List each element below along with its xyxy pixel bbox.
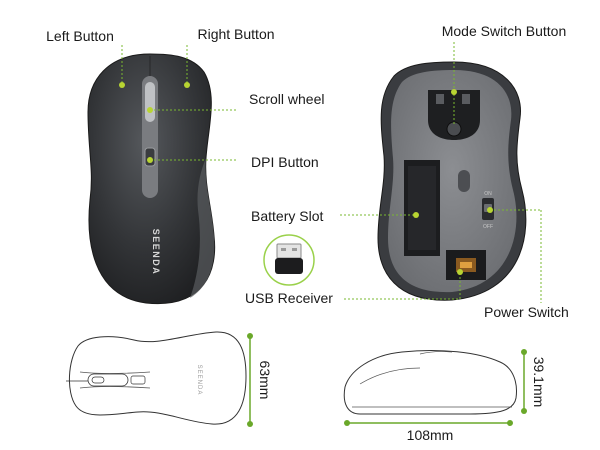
- length-dimension-label: 108mm: [407, 427, 454, 443]
- sensor-slot-right: [462, 94, 470, 104]
- switch-off-label: OFF: [483, 224, 493, 230]
- height-dimension: [521, 349, 527, 414]
- power-switch-label: Power Switch: [484, 304, 569, 320]
- receiver-storage-slot: [446, 250, 486, 280]
- dpi-button-label: DPI Button: [251, 154, 319, 170]
- top-logo: SEENDA: [151, 229, 161, 276]
- left-button-label: Left Button: [46, 28, 114, 44]
- battery-inner: [408, 166, 436, 250]
- outline-top-view: SEENDA: [66, 331, 247, 425]
- usb-receiver-label: USB Receiver: [245, 290, 333, 306]
- sensor-slot-left: [436, 94, 444, 104]
- length-dimension: [344, 420, 513, 426]
- small-screw-hole: [458, 170, 470, 192]
- callout-dots: [119, 82, 493, 275]
- width-dimension: [247, 333, 253, 427]
- scroll-wheel[interactable]: [145, 82, 155, 122]
- mouse-top-view: SEENDA: [87, 53, 216, 305]
- outline-logo: SEENDA: [196, 365, 202, 396]
- right-button-label: Right Button: [197, 26, 274, 42]
- scroll-wheel-label: Scroll wheel: [249, 91, 324, 107]
- mouse-side-grip: [190, 158, 215, 298]
- switch-on-label: ON: [484, 191, 492, 197]
- callout-leaders: [121, 42, 542, 303]
- height-dimension-label: 39.1mm: [531, 357, 547, 408]
- mode-switch-button-label: Mode Switch Button: [442, 23, 567, 39]
- mouse-bottom-view: ON OFF: [377, 61, 527, 301]
- usb-receiver: [263, 234, 315, 286]
- battery-slot-label: Battery Slot: [251, 208, 323, 224]
- width-dimension-label: 63mm: [257, 361, 273, 400]
- outline-side-view: [343, 349, 517, 415]
- mode-switch-button[interactable]: [446, 121, 462, 137]
